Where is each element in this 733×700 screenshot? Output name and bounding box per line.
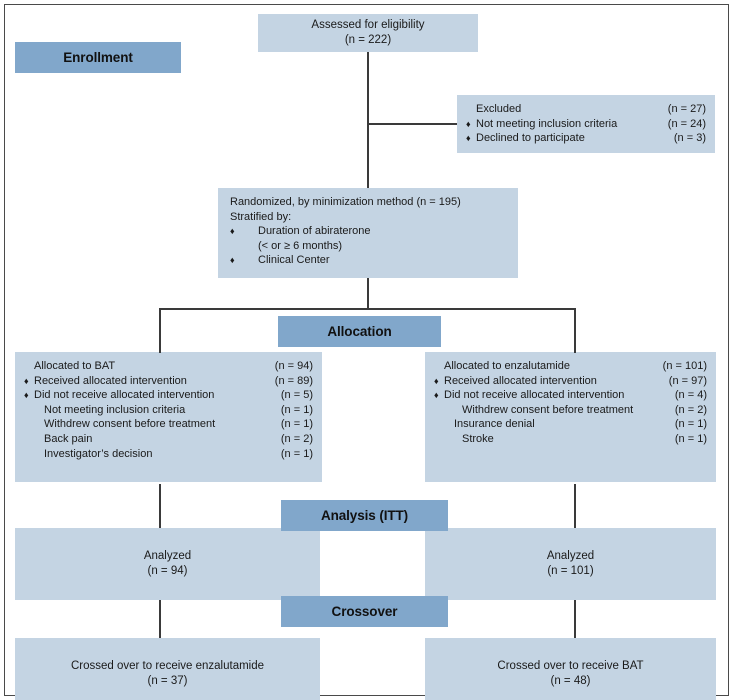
diamond-bullet-icon: ♦ [466,133,471,144]
randomized-strat-label: Clinical Center [258,254,330,267]
alloc-right-title-row: Allocated to enzalutamide (n = 101) [434,359,707,374]
alloc-left-item-label: Withdrew consent before treatment [44,418,216,431]
alloc-left-item-row: Investigator’s decision (n = 1) [24,447,313,462]
excluded-item-label: Declined to participate [476,132,585,145]
alloc-right-item-label: Received allocated intervention [444,374,597,387]
alloc-right-item-count: (n = 97) [668,374,707,387]
randomized-strat-row: ♦ Duration of abiraterone [230,224,509,239]
connector-left-analysis-to-crossover [159,600,161,638]
randomized-strat-label: Duration of abiraterone [258,225,371,238]
crossover-left-label: Crossed over to receive enzalutamide [70,660,265,672]
alloc-right-item-label: Did not receive allocated intervention [444,389,625,402]
stage-header-enrollment: Enrollment [15,42,181,73]
alloc-right-item-row: ♦ Did not receive allocated intervention… [434,388,707,403]
figure-border [4,4,729,696]
crossover-right-count: (n = 48) [550,675,591,687]
alloc-left-item-count: (n = 1) [280,418,313,431]
randomized-line-1: Randomized, by minimization method (n = … [230,196,461,208]
box-allocated-bat: Allocated to BAT (n = 94) ♦ Received all… [15,352,322,482]
alloc-left-item-label: Investigator’s decision [44,447,153,460]
connector-assessed-to-randomized [367,52,369,188]
connector-allocation-right-down [574,308,576,353]
excluded-item-count: (n = 24) [667,117,706,130]
excluded-item-row: ♦ Declined to participate (n = 3) [466,131,706,146]
stage-header-allocation: Allocation [278,316,441,347]
stage-header-crossover: Crossover [281,596,448,627]
alloc-left-item-label: Not meeting inclusion criteria [44,403,186,416]
alloc-left-item-label: Did not receive allocated intervention [34,389,215,402]
excluded-title: Excluded [476,103,522,115]
alloc-right-item-row: Stroke (n = 1) [434,432,707,447]
analyzed-right-label: Analyzed [546,550,595,562]
connector-left-alloc-analysis-visible [159,484,161,528]
alloc-left-item-row: Not meeting inclusion criteria (n = 1) [24,403,313,418]
alloc-right-item-label: Insurance denial [454,418,535,431]
analyzed-left-count: (n = 94) [147,565,188,577]
alloc-right-item-row: ♦ Received allocated intervention (n = 9… [434,374,707,389]
alloc-right-item-count: (n = 1) [674,432,707,445]
alloc-left-item-count: (n = 5) [280,389,313,402]
alloc-left-title-row: Allocated to BAT (n = 94) [24,359,313,374]
analyzed-right-count: (n = 101) [547,565,594,577]
diamond-bullet-icon: ♦ [230,255,235,266]
excluded-title-row: Excluded (n = 27) [466,102,706,117]
box-analyzed-right: Analyzed (n = 101) [425,528,716,600]
alloc-right-item-row: Withdrew consent before treatment (n = 2… [434,403,707,418]
box-analyzed-left: Analyzed (n = 94) [15,528,320,600]
alloc-left-item-row: ♦ Did not receive allocated intervention… [24,388,313,403]
alloc-left-item-label: Back pain [44,432,93,445]
crossover-right-label: Crossed over to receive BAT [497,660,644,672]
connector-to-excluded [367,123,457,125]
assessed-line-1: Assessed for eligibility [311,19,425,31]
box-crossover-left: Crossed over to receive enzalutamide (n … [15,638,320,700]
alloc-right-item-count: (n = 1) [674,418,707,431]
alloc-left-item-count: (n = 1) [280,403,313,416]
alloc-left-title-count: (n = 94) [274,360,313,372]
diamond-bullet-icon: ♦ [24,390,29,401]
alloc-right-item-row: Insurance denial (n = 1) [434,417,707,432]
analyzed-left-label: Analyzed [143,550,192,562]
alloc-left-item-row: Back pain (n = 2) [24,432,313,447]
box-allocated-enzalutamide: Allocated to enzalutamide (n = 101) ♦ Re… [425,352,716,482]
alloc-right-item-count: (n = 4) [674,389,707,402]
alloc-left-item-row: ♦ Received allocated intervention (n = 8… [24,374,313,389]
alloc-left-title: Allocated to BAT [34,360,116,372]
randomized-strat-row: (< or ≥ 6 months) [230,239,509,254]
alloc-right-item-count: (n = 2) [674,403,707,416]
box-randomized: Randomized, by minimization method (n = … [218,188,518,278]
excluded-title-count: (n = 27) [667,103,706,115]
box-assessed-for-eligibility: Assessed for eligibility (n = 222) [258,14,478,52]
diamond-bullet-icon: ♦ [434,375,439,386]
diamond-bullet-icon: ♦ [230,226,235,237]
excluded-item-count: (n = 3) [673,132,706,145]
box-crossover-right: Crossed over to receive BAT (n = 48) [425,638,716,700]
alloc-right-item-label: Withdrew consent before treatment [462,403,634,416]
connector-randomized-down [367,278,369,309]
alloc-left-item-label: Received allocated intervention [34,374,187,387]
excluded-item-label: Not meeting inclusion criteria [476,117,618,130]
alloc-left-item-count: (n = 89) [274,374,313,387]
alloc-left-item-row: Withdrew consent before treatment (n = 1… [24,417,313,432]
connector-allocation-split [159,308,575,310]
stage-header-analysis: Analysis (ITT) [281,500,448,531]
connector-allocation-left-down [159,308,161,353]
randomized-strat-row: ♦ Clinical Center [230,253,509,268]
diamond-bullet-icon: ♦ [24,375,29,386]
crossover-left-count: (n = 37) [147,675,188,687]
alloc-right-item-label: Stroke [462,432,494,445]
diamond-bullet-icon: ♦ [434,390,439,401]
randomized-line-2: Stratified by: [230,210,292,223]
box-excluded: Excluded (n = 27) ♦ Not meeting inclusio… [457,95,715,153]
diamond-bullet-icon: ♦ [466,118,471,129]
alloc-left-item-count: (n = 2) [280,432,313,445]
alloc-left-item-count: (n = 1) [280,447,313,460]
connector-right-analysis-to-crossover [574,600,576,638]
alloc-right-title-count: (n = 101) [662,360,707,372]
connector-right-alloc-analysis-visible [574,484,576,528]
excluded-item-row: ♦ Not meeting inclusion criteria (n = 24… [466,117,706,132]
assessed-count: (n = 222) [344,34,392,46]
randomized-strat-label: (< or ≥ 6 months) [258,239,342,252]
alloc-right-title: Allocated to enzalutamide [444,360,570,372]
